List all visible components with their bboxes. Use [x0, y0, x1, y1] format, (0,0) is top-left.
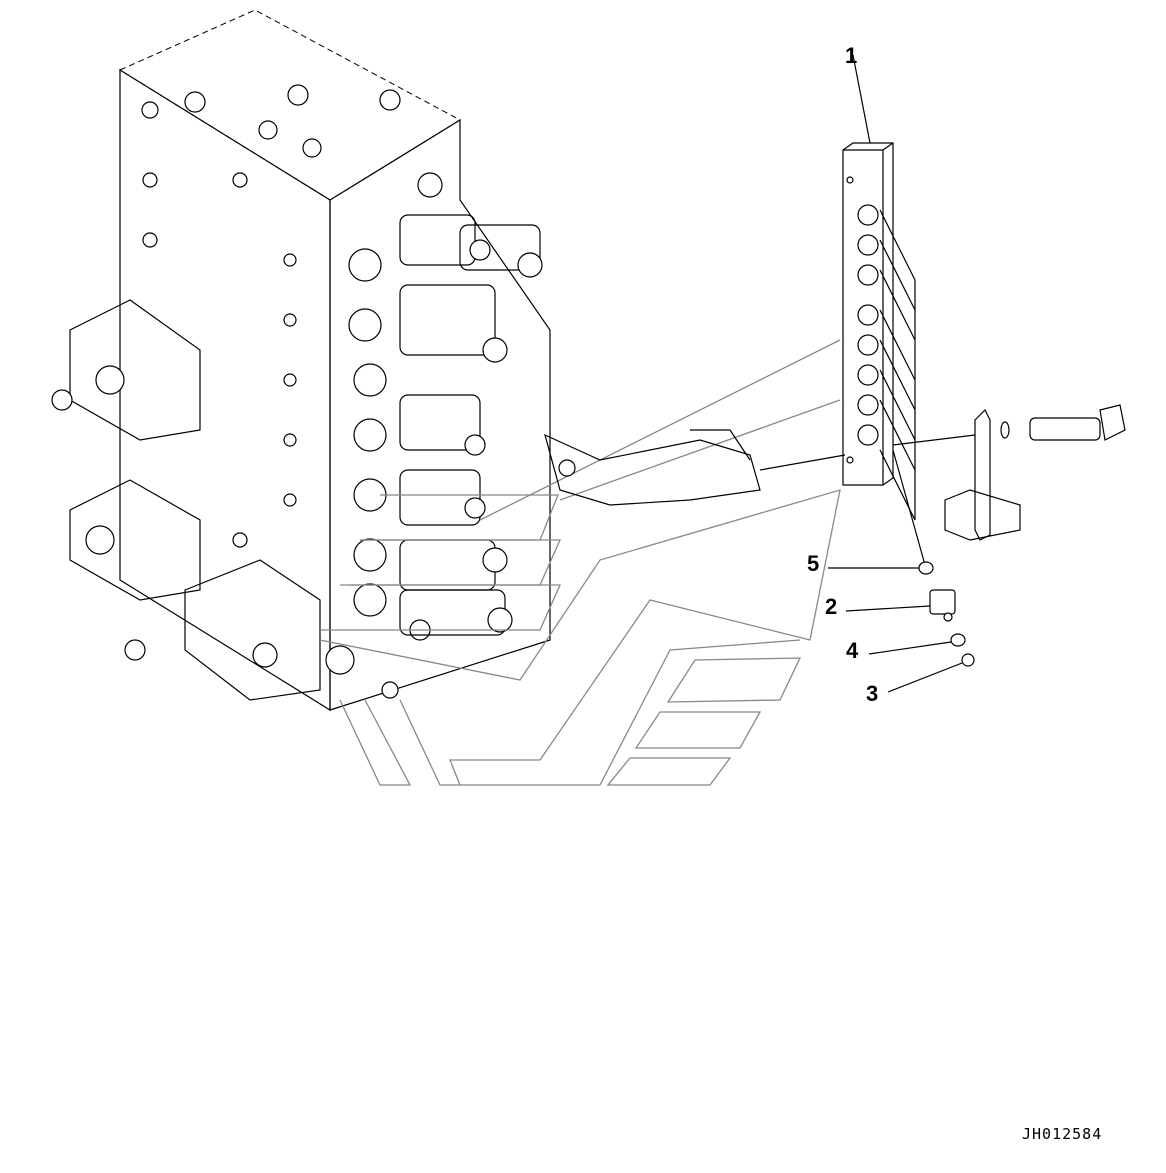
small-parts: [828, 561, 975, 693]
callout-3[interactable]: 3: [866, 681, 879, 706]
control-valve-assembly: [51, 9, 551, 712]
o-ring-4: [950, 633, 966, 647]
manifold-ports: [857, 204, 879, 446]
o-ring-5: [918, 561, 934, 575]
callout-5[interactable]: 5: [807, 551, 820, 576]
valve-bolts: [51, 84, 431, 675]
callout-2[interactable]: 2: [825, 594, 838, 619]
mounting-hardware: [892, 404, 1126, 541]
callout-1[interactable]: 1: [845, 43, 858, 68]
bracket: [544, 429, 846, 506]
o-ring-3: [961, 653, 975, 667]
manifold-block: [842, 54, 926, 566]
solenoid-valves: [348, 172, 543, 699]
callout-4[interactable]: 4: [846, 638, 859, 663]
drawing-code: JH012584: [1022, 1125, 1103, 1143]
hose-outlines: [319, 339, 841, 786]
fitting-2: [929, 589, 956, 615]
leader-1: [852, 54, 871, 144]
